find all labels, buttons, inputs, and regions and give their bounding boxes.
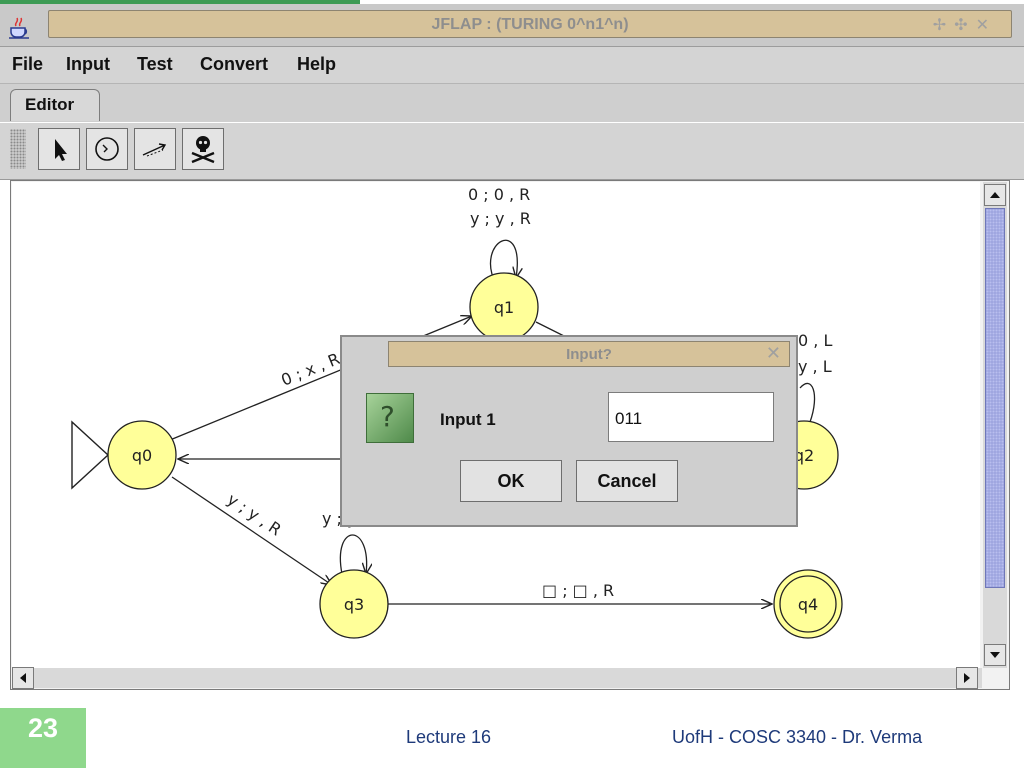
transition-arrow-icon [142, 143, 167, 157]
slide-number: 23 [27, 713, 59, 743]
window-controls[interactable]: ✢✣✕ [933, 15, 997, 34]
attribute-editor-button[interactable] [38, 128, 80, 170]
input-label: Input 1 [440, 410, 496, 429]
cancel-button[interactable]: Cancel [576, 460, 678, 502]
arrow-pointer-icon [55, 139, 67, 161]
java-cup-icon [9, 17, 29, 39]
slide-number-box [0, 708, 86, 768]
dialog-close-icon[interactable]: ✕ [765, 343, 781, 364]
horizontal-scrollbar[interactable] [12, 667, 982, 689]
window-title: JFLAP : (TURING 0^n1^n) [431, 16, 629, 33]
transition-q0-q3[interactable] [171, 476, 332, 585]
close-icon[interactable]: ✕ [975, 15, 997, 34]
state-q3[interactable]: q3 [319, 569, 389, 639]
state-creator-button[interactable] [86, 128, 128, 170]
input-dialog: Input? ✕ ? Input 1 011 OK Cancel [340, 335, 798, 527]
dialog-titlebar[interactable]: Input? ✕ [388, 341, 790, 367]
scroll-up-button[interactable] [984, 184, 1006, 206]
scroll-right-button[interactable] [956, 667, 978, 689]
toolbar-grip[interactable] [10, 129, 26, 169]
state-q3-label: q3 [344, 595, 364, 614]
vertical-scroll-thumb[interactable] [985, 208, 1005, 588]
title-field: JFLAP : (TURING 0^n1^n) ✢✣✕ [48, 10, 1012, 38]
skull-crossbones-icon [191, 136, 215, 164]
transition-creator-button[interactable] [134, 128, 176, 170]
state-q1[interactable]: q1 [469, 272, 539, 342]
tab-strip: Editor [0, 84, 1024, 122]
ok-button[interactable]: OK [460, 460, 562, 502]
window-titlebar[interactable]: JFLAP : (TURING 0^n1^n) ✢✣✕ [0, 4, 1024, 47]
label-q2-loop-1: 0 , L [798, 331, 832, 350]
scroll-left-button[interactable] [12, 667, 34, 689]
state-q2-label: q2 [794, 446, 814, 465]
input-field[interactable]: 011 [608, 392, 774, 442]
state-circle-icon [95, 137, 119, 161]
footer-lecture: Lecture 16 [406, 727, 492, 747]
loop-q3[interactable] [339, 534, 366, 574]
menu-test[interactable]: Test [137, 54, 173, 74]
footer-course: UofH - COSC 3340 - Dr. Verma [672, 727, 923, 747]
maximize-icon[interactable]: ✣ [954, 15, 976, 34]
deleter-button[interactable] [182, 128, 224, 170]
minimize-icon[interactable]: ✢ [932, 15, 955, 34]
arrow-right-icon [964, 673, 970, 683]
label-q3-q4: □ ; □ , R [542, 581, 614, 600]
toolbar [0, 122, 1024, 180]
question-icon: ? [366, 393, 414, 443]
initial-state-marker [71, 420, 110, 490]
state-q1-label: q1 [494, 298, 514, 317]
dialog-title: Input? [566, 346, 612, 363]
menu-file[interactable]: File [12, 54, 44, 74]
vertical-scrollbar[interactable] [983, 182, 1007, 668]
slide-accent-bar [0, 0, 360, 4]
arrow-down-icon [990, 652, 1000, 658]
label-q1-loop-2: y ; y , R [470, 209, 531, 228]
automaton-canvas[interactable]: q0 q1 q2 q3 q4 0 ; 0 , R y ; y , R 0 , L… [12, 182, 980, 668]
tab-editor-label: Editor [25, 95, 75, 114]
scroll-down-button[interactable] [984, 644, 1006, 666]
loop-q1[interactable] [490, 239, 518, 285]
arrow-up-icon [990, 192, 1000, 198]
menu-help[interactable]: Help [297, 54, 337, 74]
label-q1-loop-1: 0 ; 0 , R [468, 185, 530, 204]
tab-editor[interactable]: Editor [10, 89, 100, 121]
state-q4-label: q4 [798, 595, 818, 614]
loop-q2[interactable] [799, 382, 816, 423]
state-q0[interactable]: q0 [107, 420, 177, 490]
menu-convert[interactable]: Convert [200, 54, 269, 74]
state-q0-label: q0 [132, 446, 152, 465]
menu-bar: File Input Test Convert Help [0, 47, 1024, 84]
state-q4[interactable]: q4 [773, 569, 843, 639]
label-q2-loop-2: y , L [798, 357, 832, 376]
menu-input[interactable]: Input [66, 54, 110, 74]
label-q0-q1: 0 ; x , R [278, 349, 342, 390]
arrow-left-icon [20, 673, 26, 683]
